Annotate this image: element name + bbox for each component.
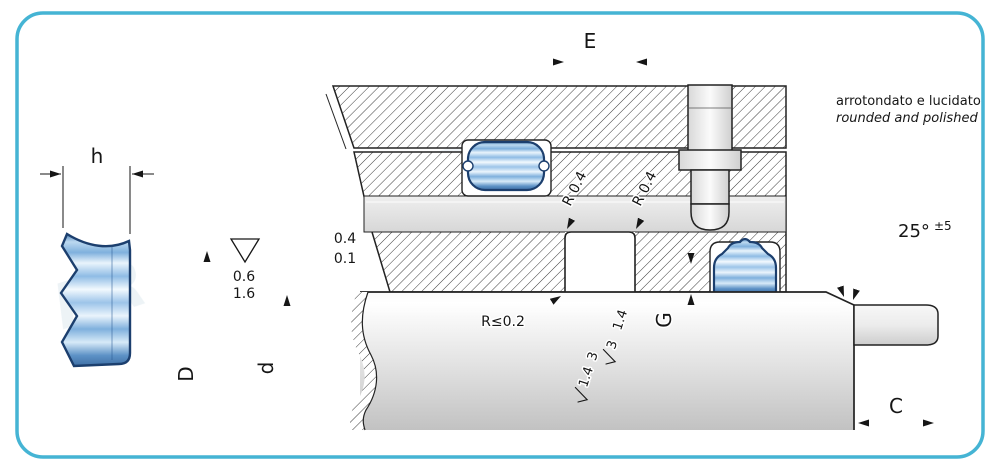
plug-tip <box>690 203 730 231</box>
housing-top-plate <box>331 85 787 149</box>
note-italian: arrotondato e lucidato <box>836 94 981 109</box>
dimension-D: D 0.6 1.6 0.4 0.1 <box>174 231 356 382</box>
plug-fitting <box>678 84 742 231</box>
note-rounded-polished: arrotondato e lucidato rounded and polis… <box>836 94 981 297</box>
plug-flange <box>678 149 742 171</box>
label-h: h <box>91 144 104 168</box>
rod-outline <box>360 291 855 430</box>
static-seal <box>462 140 550 192</box>
finish-check-icon <box>602 348 617 365</box>
label-D: D <box>174 366 198 381</box>
label-d: d <box>254 362 278 375</box>
seal-waist-left <box>462 160 474 172</box>
label-C: C <box>889 394 903 418</box>
rod-break-section <box>350 292 377 430</box>
surface-finish-triangle-icon <box>229 238 261 264</box>
h-dimension: h <box>40 144 154 234</box>
finish-check-icon <box>574 386 589 403</box>
housing <box>325 84 787 295</box>
plug-head <box>687 84 733 152</box>
rod-pilot-end <box>853 304 939 346</box>
rod-break-line <box>361 291 378 431</box>
roughness-top: 0.6 <box>233 269 255 285</box>
edge-value-bottom: 0.1 <box>334 251 356 267</box>
note-english: rounded and polished <box>836 111 978 126</box>
groove-outline <box>564 231 636 293</box>
annotations: E D 0.6 1.6 0.4 0.1 d R 0.4 R 0.4 <box>174 29 981 427</box>
label-E: E <box>584 29 597 53</box>
seal-profile-shape <box>59 232 132 368</box>
dimension-G: G <box>651 253 695 329</box>
plug-body <box>690 169 730 205</box>
radius-max-callout: R≤0.2 <box>480 296 561 332</box>
dimension-C: C <box>858 394 934 427</box>
seal-waist-right <box>538 160 550 172</box>
roughness-bottom: 1.6 <box>233 286 255 302</box>
dimension-E: E <box>553 29 647 66</box>
rod <box>350 291 939 431</box>
seal-cross-section <box>59 232 132 368</box>
dimension-d: d <box>254 295 291 375</box>
rod-body <box>360 292 854 430</box>
rod-seal <box>712 237 778 295</box>
angle-callout: 25° ±5 <box>853 219 952 300</box>
edge-value-top: 0.4 <box>334 231 356 247</box>
label-angle-tolerance: ±5 <box>934 219 952 233</box>
label-G: G <box>652 312 676 328</box>
break-edge-line <box>325 93 347 150</box>
label-r-max: R≤0.2 <box>481 314 525 330</box>
label-angle: 25° <box>898 221 930 242</box>
groove-cavity <box>565 232 635 293</box>
